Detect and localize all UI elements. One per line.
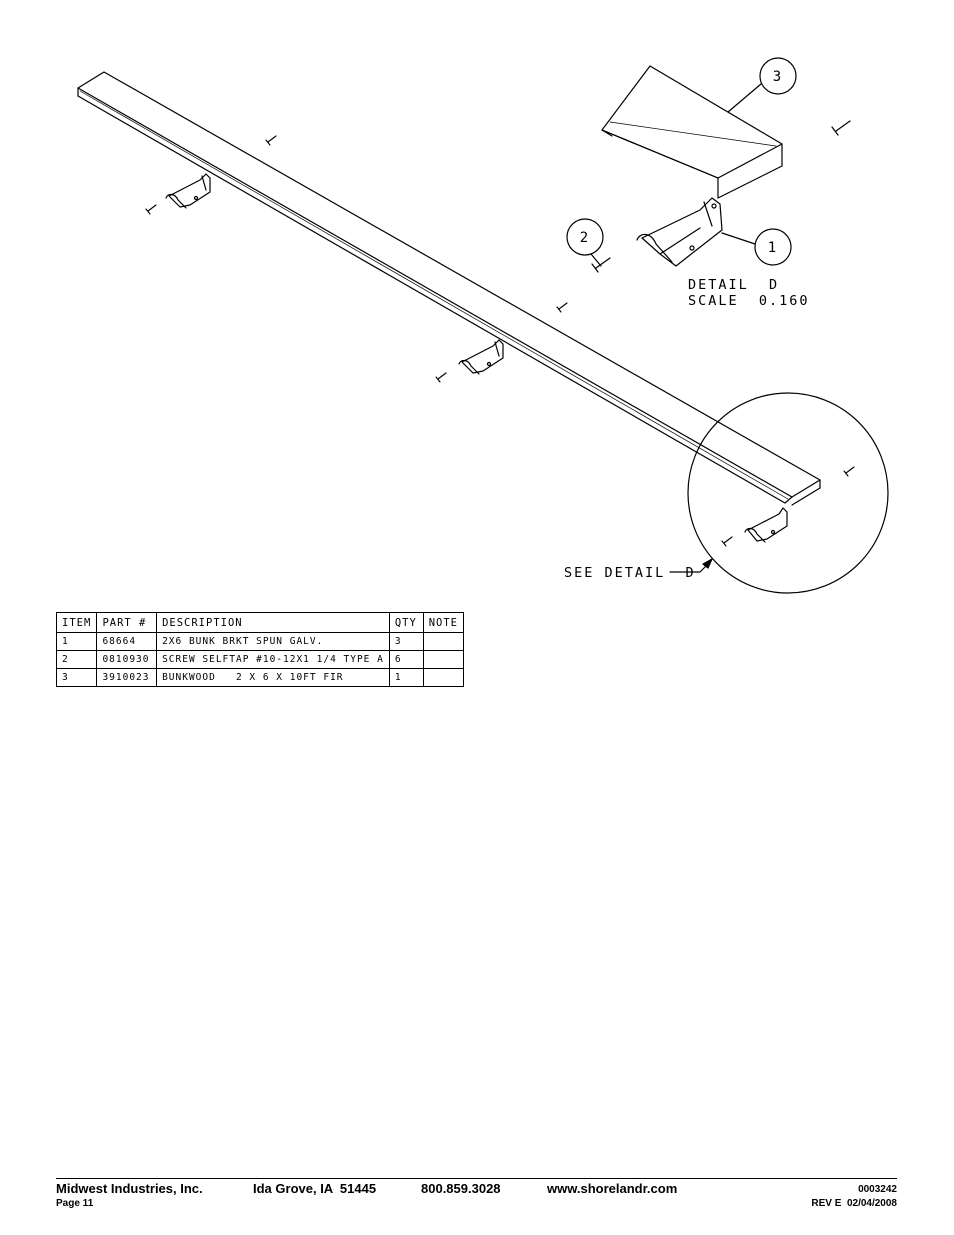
footer-website: www.shorelandr.com [547, 1181, 678, 1196]
detail-screw-right [831, 120, 851, 136]
footer-rule [56, 1178, 897, 1179]
header-qty: QTY [388, 612, 424, 633]
cell-part: 68664 [96, 632, 158, 651]
cell-note [422, 632, 465, 651]
balloon-3-leader [727, 83, 762, 113]
detail-scale: SCALE 0.160 [688, 293, 810, 309]
see-detail-label: SEE DETAIL D [564, 565, 696, 581]
cell-item: 3 [55, 668, 98, 687]
screw-end-bracket [721, 536, 733, 547]
screw-icons [145, 135, 855, 547]
balloon-2-label: 2 [580, 230, 590, 246]
bracket-middle [458, 339, 504, 375]
cell-qty: 3 [388, 632, 424, 651]
footer-page: Page 11 [56, 1198, 94, 1209]
footer-phone: 800.859.3028 [421, 1181, 501, 1196]
parts-list-table: ITEM PART # DESCRIPTION QTY NOTE 1 68664… [55, 612, 465, 687]
table-header-row: ITEM PART # DESCRIPTION QTY NOTE [55, 612, 465, 633]
cell-qty: 6 [388, 650, 424, 669]
screw-left-bracket [145, 204, 157, 215]
cell-description: SCREW SELFTAP #10-12X1 1/4 TYPE A [156, 650, 390, 669]
screw-middle-bracket [435, 372, 447, 383]
footer-city: Ida Grove, IA 51445 [253, 1181, 377, 1196]
detail-screw [591, 257, 611, 273]
cell-note [422, 650, 465, 669]
header-part: PART # [96, 612, 158, 633]
detail-bunkwood-piece [601, 65, 783, 199]
cell-part: 3910023 [96, 668, 158, 687]
header-description: DESCRIPTION [156, 612, 390, 633]
balloon-1-circle [754, 228, 792, 266]
cell-note [422, 668, 465, 687]
header-item: ITEM [55, 612, 98, 633]
screw-middle-top [556, 302, 568, 313]
footer-doc-number: 0003242 [858, 1184, 897, 1195]
balloon-2-circle [566, 218, 604, 256]
detail-bracket [636, 197, 723, 267]
see-detail-arrowhead [702, 558, 713, 569]
balloon-1-leader [721, 232, 756, 245]
balloon-1-label: 1 [768, 240, 778, 256]
cell-item: 2 [55, 650, 98, 669]
table-row: 1 68664 2X6 BUNK BRKT SPUN GALV. 3 [55, 632, 465, 651]
bunk-board [77, 71, 821, 506]
cell-qty: 1 [388, 668, 424, 687]
balloon-3-label: 3 [773, 69, 783, 85]
header-note: NOTE [422, 612, 465, 633]
screw-top-left [265, 135, 277, 146]
cell-item: 1 [55, 632, 98, 651]
table-row: 2 0810930 SCREW SELFTAP #10-12X1 1/4 TYP… [55, 650, 465, 669]
footer-revision: REV E 02/04/2008 [811, 1198, 897, 1209]
bracket-left [165, 173, 211, 209]
cell-description: BUNKWOOD 2 X 6 X 10FT FIR [156, 668, 390, 687]
balloon-2-leader [590, 253, 602, 267]
detail-title: DETAIL D [688, 277, 779, 293]
cell-part: 0810930 [96, 650, 158, 669]
footer-company: Midwest Industries, Inc. [56, 1181, 203, 1196]
bracket-end [744, 507, 788, 543]
table-row: 3 3910023 BUNKWOOD 2 X 6 X 10FT FIR 1 [55, 668, 465, 687]
detail-circle [687, 392, 889, 594]
balloon-3-circle [759, 57, 797, 95]
cell-description: 2X6 BUNK BRKT SPUN GALV. [156, 632, 390, 651]
screw-end-top [843, 466, 855, 477]
